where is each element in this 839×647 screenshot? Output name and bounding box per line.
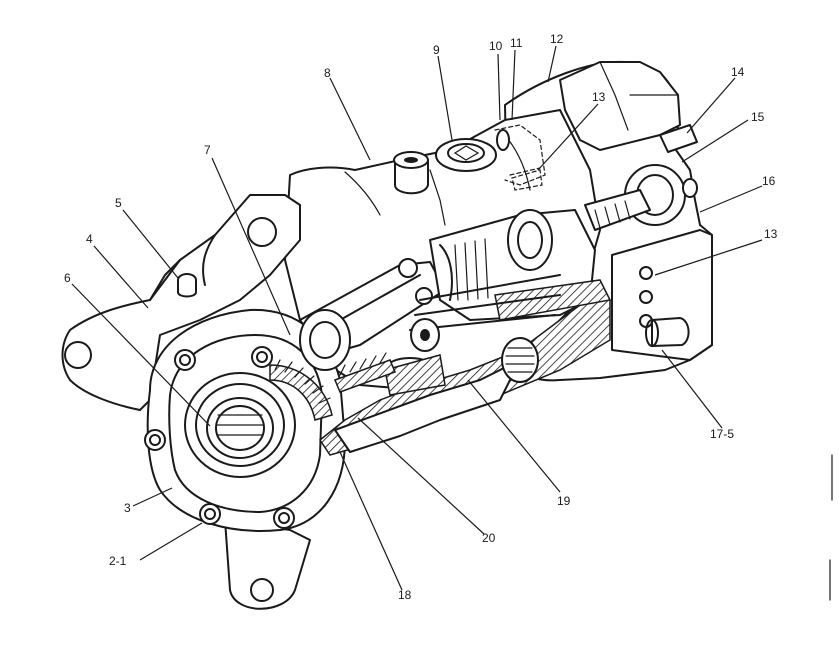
callout-2-1: 2-1 [109,554,127,568]
rear-end-details [509,124,713,361]
callout-labels: 10 11 12 9 8 13 14 15 16 7 5 13 4 6 17-5… [64,32,778,602]
barrel-splines [454,238,489,301]
mounting-flange [61,194,311,610]
callout-4: 4 [86,232,93,246]
cutaway-internals [299,209,612,456]
callout-13b: 13 [764,227,778,241]
callout-14: 14 [731,65,745,79]
front-cover [144,308,346,532]
cover-bolts [144,346,295,529]
callout-17-5: 17-5 [710,427,734,441]
callout-7: 7 [204,143,211,157]
callout-9: 9 [433,43,440,57]
callout-11: 11 [510,36,523,50]
callout-6: 6 [64,271,71,285]
callout-8: 8 [324,66,331,80]
callout-20: 20 [482,531,496,545]
callout-12: 12 [550,32,564,46]
callout-18: 18 [398,588,412,602]
callout-3: 3 [124,501,131,515]
callout-5: 5 [115,196,122,210]
leader-lines [71,45,763,591]
callout-19: 19 [557,494,571,508]
callout-16: 16 [762,174,776,188]
callout-10: 10 [489,39,503,53]
callout-13a: 13 [592,90,606,104]
callout-15: 15 [751,110,765,124]
